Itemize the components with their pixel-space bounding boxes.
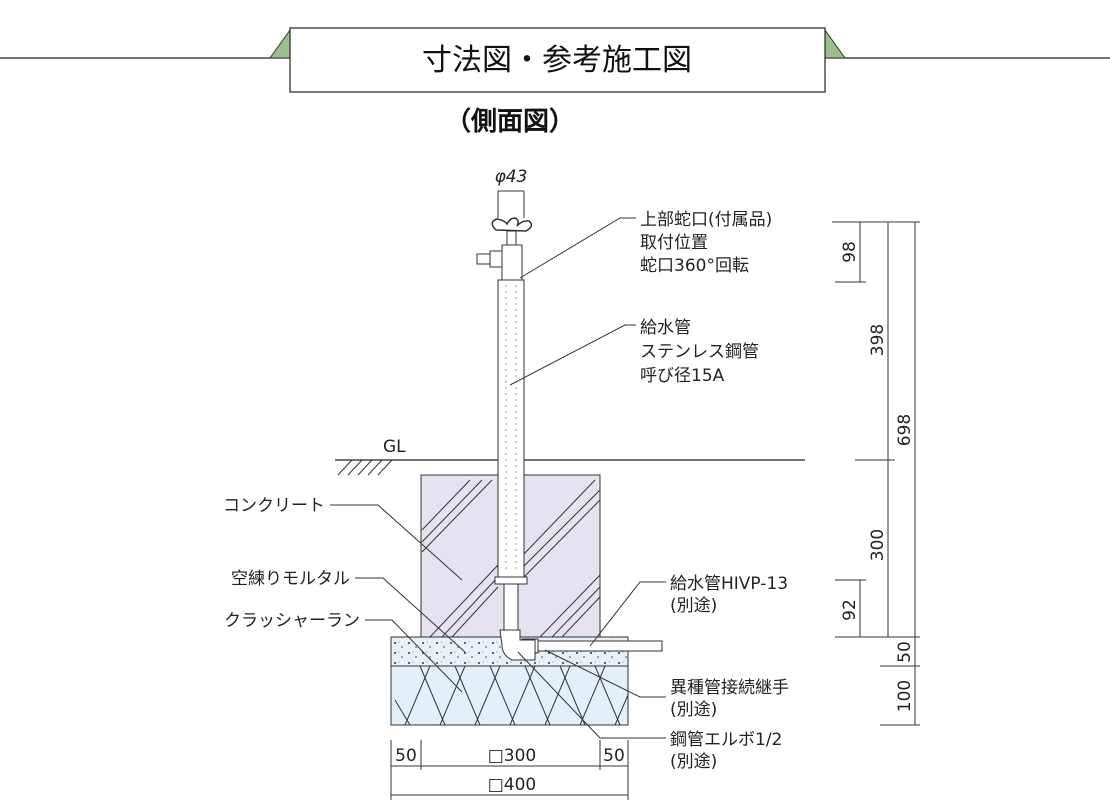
pipe-collar [494,576,528,585]
faucet-icon [476,217,533,281]
callout-pipe-1: 給水管 [640,318,691,338]
crusher-run-layer [390,665,629,726]
callout-pipe-3: 呼び径15A [640,366,725,386]
vertical-dimensions [832,221,920,726]
callout-elbow-1: 鋼管エルボ1/2 [670,730,782,750]
page-title: 寸法図・参考施工図 [422,43,692,78]
callout-pipe-2: ステンレス鋼管 [640,342,759,362]
dim-100: 100 [895,680,915,712]
gl-label: GL [383,437,406,457]
dim-right-50: 50 [603,746,625,766]
callout-faucet-1: 上部蛇口(付属品) [640,210,772,230]
callout-faucet-3: 蛇口360°回転 [640,256,749,276]
concrete-hatch [421,479,601,638]
dim-698: 698 [895,414,915,446]
banner-left-triangle [269,28,291,59]
callout-mortar: 空練りモルタル [231,569,350,589]
dim-398: 398 [868,324,888,356]
banner-right-triangle [824,28,846,59]
callout-hivp-2: (別途) [670,596,717,616]
callout-elbow-2: (別途) [670,752,717,772]
dim-400-width: □400 [488,775,537,795]
callout-crusher-run: クラッシャーラン [224,611,360,631]
dim-300-width: □300 [488,746,537,766]
callout-joint-2: (別途) [670,700,717,720]
callout-hivp-1: 給水管HIVP-13 [670,574,788,594]
dim-98: 98 [840,241,860,263]
pipe-diameter-label: φ43 [495,167,528,187]
callout-joint-1: 異種管接続継手 [670,678,789,698]
callout-concrete: コンクリート [223,496,325,516]
ground-hatch-icon [337,459,393,476]
dim-300: 300 [868,529,888,561]
lower-pipe [503,583,519,631]
dim-92: 92 [840,599,860,621]
hivp-pipe [531,640,663,652]
dim-left-50: 50 [395,746,417,766]
callout-faucet-2: 取付位置 [640,233,708,253]
elbow [499,629,536,661]
crusher-run-hatch [394,665,629,726]
title-banner: 寸法図・参考施工図 [0,27,1110,93]
stainless-pipe [497,279,525,578]
dim-50: 50 [895,641,915,663]
horizontal-dimensions [390,740,629,800]
subtitle: （側面図） [445,107,575,137]
